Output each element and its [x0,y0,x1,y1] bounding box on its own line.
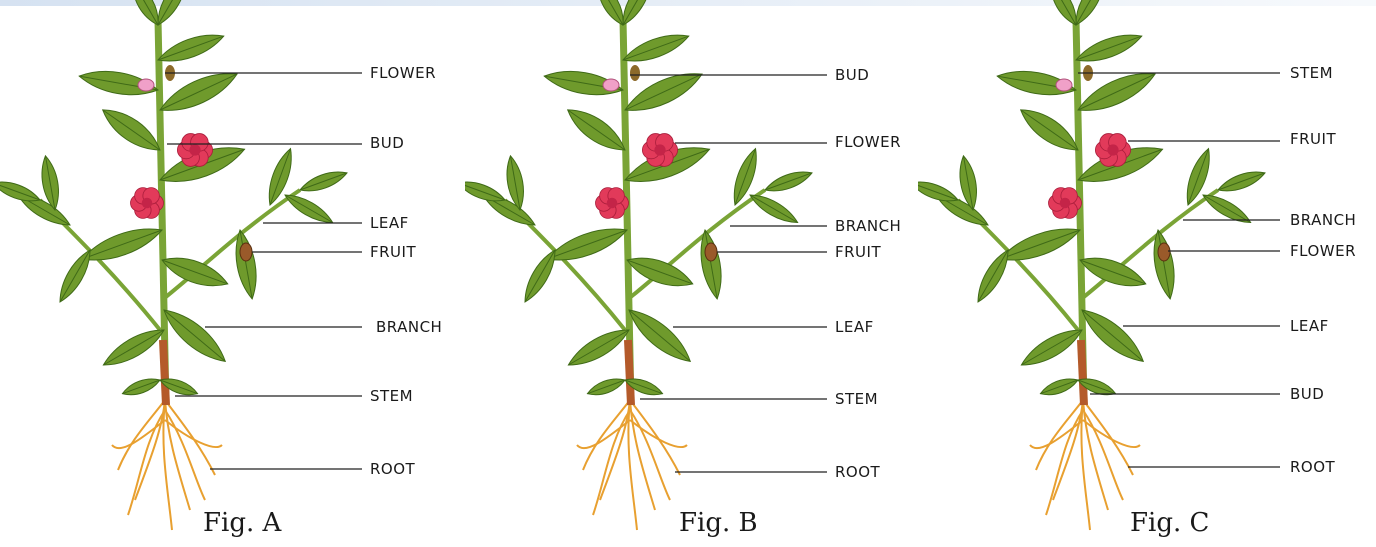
roots [1030,400,1140,530]
lower-stem [1081,340,1084,405]
leaf [120,374,162,399]
figure-b: BUD FLOWER BRANCH FRUIT LEAF STEM ROOT F… [465,0,923,547]
branch-right [1080,190,1218,300]
label-1: BUD [835,66,869,84]
fruit [1158,243,1170,261]
flower [131,188,164,219]
bud [1056,79,1072,91]
branch-right [627,190,765,300]
lower-stem [163,340,166,405]
label-3: BRANCH [1290,211,1356,229]
leaf [97,101,166,158]
figure-c: STEM FRUIT BRANCH FLOWER LEAF BUD ROOT F… [918,0,1376,547]
leaf [298,167,350,197]
label-1: STEM [1290,64,1333,82]
label-1: FLOWER [370,64,436,82]
leaf [972,246,1015,305]
leaf [763,167,815,197]
figure-caption: Fig. C [1130,508,1209,538]
leaf [620,28,692,69]
flower [642,134,677,167]
leaf [623,250,696,294]
leaf [1038,374,1080,399]
leaf [747,189,801,228]
leaf [1216,167,1268,197]
leaf [997,220,1084,269]
label-7: ROOT [835,463,880,481]
label-5: LEAF [835,318,874,336]
leaf [1017,322,1087,373]
label-2: BUD [370,134,404,152]
leaf [79,220,166,269]
label-3: BRANCH [835,217,901,235]
leaf [585,374,627,399]
label-4: FLOWER [1290,242,1356,260]
label-3: LEAF [370,214,409,232]
branch-right [162,190,300,300]
fruit [705,243,717,261]
leaf [158,250,231,294]
plant-group [465,0,827,530]
leaf [562,101,631,158]
bud [630,65,640,81]
figure-a: FLOWER BUD LEAF FRUIT BRANCH STEM ROOT F… [0,0,458,547]
leaf [1200,189,1254,228]
flower [596,188,629,219]
flower [1095,134,1130,167]
flower [1049,188,1082,219]
roots [577,400,687,530]
label-6: STEM [370,387,413,405]
label-2: FLOWER [835,133,901,151]
label-6: BUD [1290,385,1324,403]
leaf [564,322,634,373]
leaf [1015,101,1084,158]
fruit [240,243,252,261]
label-4: FRUIT [835,243,881,261]
leaf [155,28,227,69]
leaf [54,246,97,305]
leaf [1073,28,1145,69]
leaf [544,220,631,269]
label-7: ROOT [1290,458,1335,476]
label-5: BRANCH [376,318,442,336]
lower-stem [628,340,631,405]
flower [177,134,212,167]
label-4: FRUIT [370,243,416,261]
label-2: FRUIT [1290,130,1336,148]
bud [603,79,619,91]
figure-caption: Fig. B [679,508,758,538]
label-7: ROOT [370,460,415,478]
leaf [519,246,562,305]
bud [138,79,154,91]
leaf [1076,250,1149,294]
plant-group [0,0,362,530]
label-5: LEAF [1290,317,1329,335]
figure-caption: Fig. A [203,508,281,538]
label-6: STEM [835,390,878,408]
leaf [99,322,169,373]
plant-group [918,0,1280,530]
